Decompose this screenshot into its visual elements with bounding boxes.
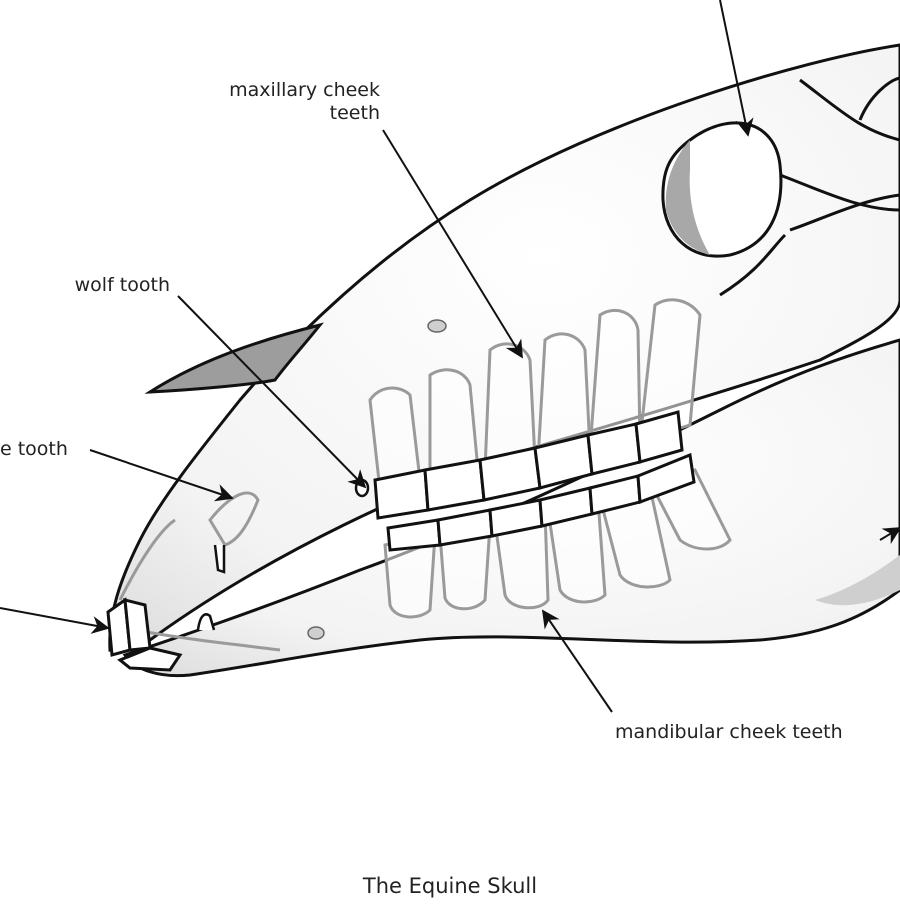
wolf-tooth-mark xyxy=(354,478,370,498)
canine-tooth-arrow xyxy=(89,449,234,502)
orbit-arrow xyxy=(719,0,754,137)
mandible-shadow xyxy=(815,555,900,606)
maxillary-crowns xyxy=(373,410,684,520)
label-wolf-tooth: wolf tooth xyxy=(75,274,170,296)
label-maxillary-line2: teeth xyxy=(330,102,380,124)
maxillary-tooth-roots xyxy=(368,298,702,492)
incisor-roots xyxy=(118,491,281,652)
incisors xyxy=(106,597,183,672)
canine-mark xyxy=(213,544,226,574)
mental-foramen xyxy=(307,626,325,640)
mandibular-arrow xyxy=(541,609,613,713)
mandibular-crowns xyxy=(386,452,696,552)
cranial-curve xyxy=(858,76,900,121)
orbit-shadow xyxy=(665,140,710,255)
mandibular-tooth-roots xyxy=(383,468,732,619)
zygomatic-arch xyxy=(719,78,900,297)
label-mandibular: mandibular cheek teeth xyxy=(615,721,843,743)
label-maxillary-line1: maxillary cheek xyxy=(229,79,380,101)
leader-lines xyxy=(0,0,900,713)
figure-caption: The Equine Skull xyxy=(362,874,537,898)
nasal-notch xyxy=(144,322,324,394)
mandible xyxy=(122,338,900,678)
incisor-arrow xyxy=(0,607,110,634)
infraorbital-foramen xyxy=(427,319,447,333)
maxillary-arrow xyxy=(382,129,523,359)
tmj-arrow xyxy=(879,527,900,545)
wolf-tooth-arrow xyxy=(177,295,367,489)
lower-canine-mark xyxy=(196,613,216,631)
label-canine-tooth: e tooth xyxy=(0,438,68,460)
